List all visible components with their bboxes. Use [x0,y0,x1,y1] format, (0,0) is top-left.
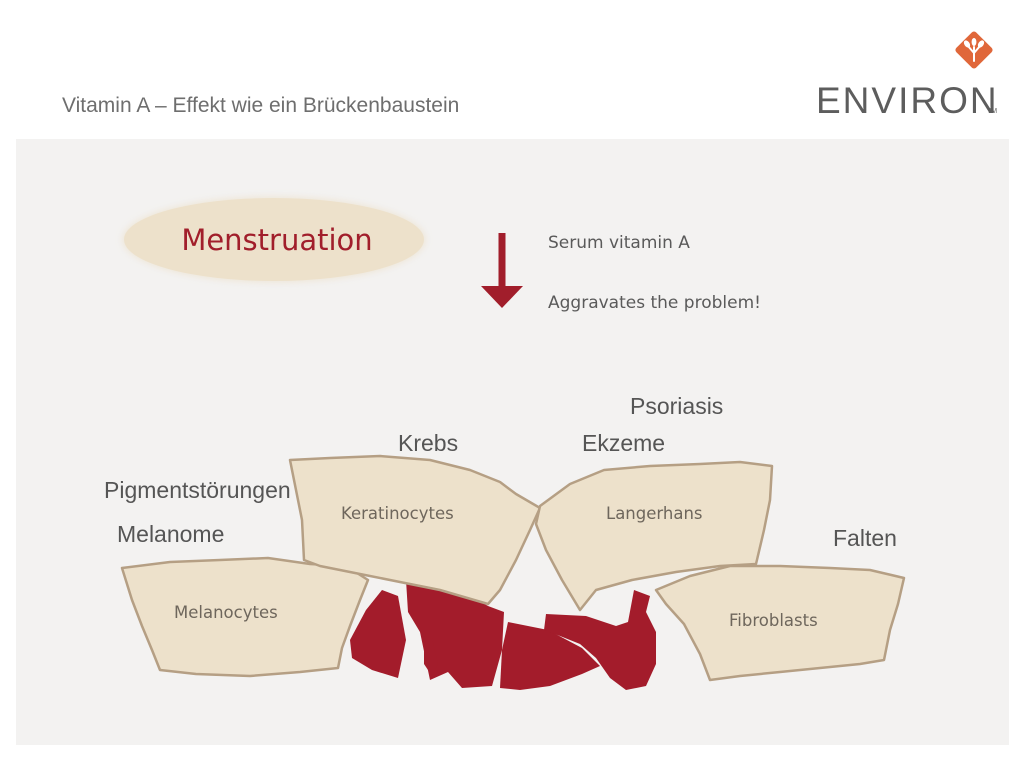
red-fragment [544,590,656,690]
melanocytes-block [120,556,370,678]
down-arrow-icon [481,233,523,308]
cell-label-langerhans: Langerhans [606,504,703,523]
trigger-label: Menstruation [181,222,373,257]
condition-psoriasis: Psoriasis [630,393,724,419]
cell-label-fibroblasts: Fibroblasts [729,611,818,630]
red-fragments [350,580,656,690]
cell-label-melanocytes: Melanocytes [174,603,278,622]
aggravates-text: Aggravates the problem! [548,293,761,313]
environ-leaf-icon [955,31,993,69]
condition-ekzeme: Ekzeme [582,430,666,456]
cell-label-keratinocytes: Keratinocytes [341,504,454,523]
trademark-mark: TM [987,108,998,115]
condition-pigmentstoerungen: Pigmentstörungen [104,477,291,503]
red-fragment [500,622,600,690]
trigger-oval [124,198,424,281]
condition-krebs: Krebs [398,430,459,456]
condition-melanome: Melanome [117,521,225,547]
fibroblasts-block [654,564,906,682]
langerhans-block [534,460,774,612]
environ-wordmark: ENVIRON [816,80,999,121]
serum-vitamin-text: Serum vitamin A [548,233,690,253]
red-fragment [350,590,406,678]
slide-title: Vitamin A – Effekt wie ein Brückenbauste… [62,94,460,117]
environ-logo: ENVIRON TM [816,24,999,121]
cell-blocks [120,454,906,682]
red-fragment [424,636,438,676]
condition-falten: Falten [833,525,897,551]
keratinocytes-block [288,454,542,606]
